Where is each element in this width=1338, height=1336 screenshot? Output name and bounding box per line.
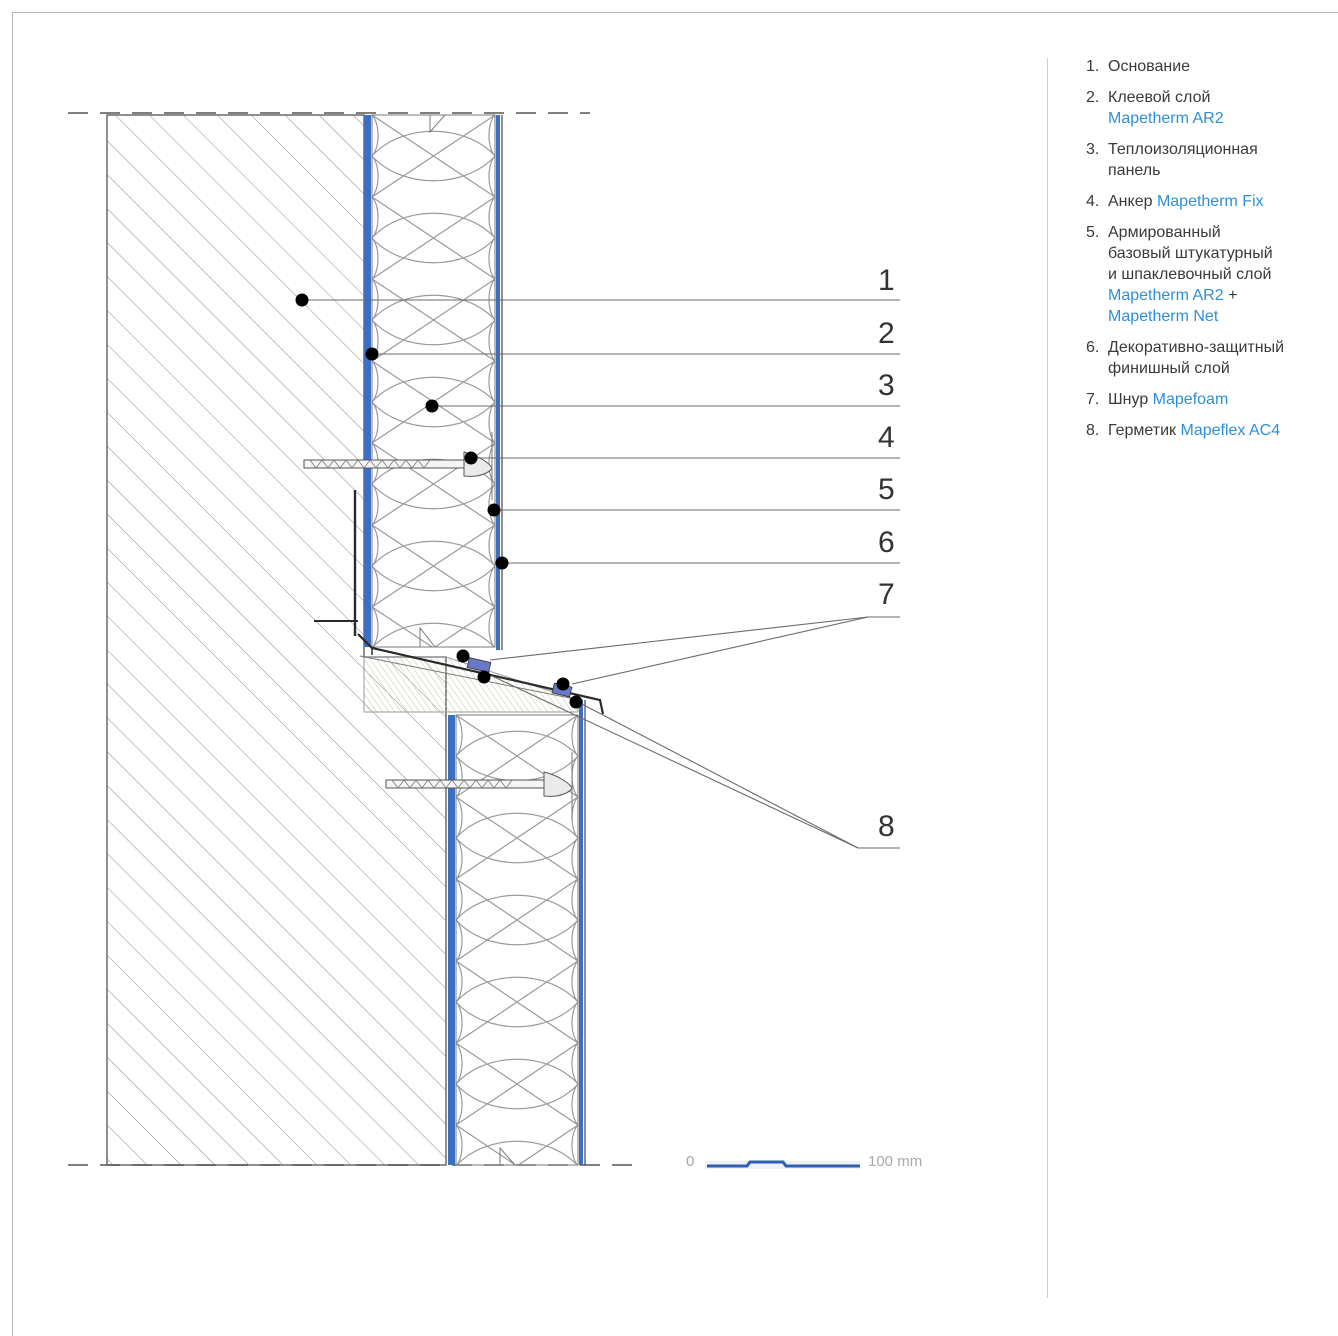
legend-item-text: и шпаклевочный слой [1108,266,1272,283]
page-frame [12,12,1338,1336]
legend-item: 6. Декоративно-защитный финишный слой [1086,337,1336,379]
legend-item-text: Анкер [1108,193,1153,210]
legend-item-number: 4. [1086,193,1100,210]
anchor-lower [385,752,573,820]
legend-product-name: Mapetherm Fix [1156,193,1264,210]
legend-item: 7. Шнур Mapefoam [1086,389,1336,410]
legend-item-number: 6. [1086,339,1100,356]
callout-7: 7 [878,578,895,611]
insulation-upper [371,114,496,648]
callout-6: 6 [878,526,895,559]
legend-item: 3. Теплоизоляционная панель [1086,139,1336,181]
section-drawing: 1 2 3 4 5 6 7 8 0 100 mm [68,112,922,1170]
callout-2: 2 [878,317,895,350]
callout-dot [365,347,379,361]
callout-dot [456,649,470,663]
callout-dot [569,695,583,709]
legend-item-text: базовый штукатурный [1108,245,1273,262]
callout-4: 4 [878,421,895,454]
callout-1: 1 [878,264,895,297]
legend-item-text: финишный слой [1108,360,1230,377]
legend-item-text: Теплоизоляционная [1108,141,1258,158]
callout-8: 8 [878,810,895,843]
legend-item-number: 5. [1086,224,1100,241]
callout-dot [556,677,570,691]
legend-item-number: 8. [1086,422,1100,439]
callout-dot [487,503,501,517]
legend-item-text: Герметик [1108,422,1177,439]
callout-5: 5 [878,473,895,506]
legend-product-name: Mapetherm Net [1108,308,1219,325]
legend-item-text: + [1228,287,1238,304]
callout-dots [295,293,583,709]
callout-dot [477,670,491,684]
callout-dot [295,293,309,307]
legend-item-number: 1. [1086,58,1100,75]
legend-item-text: панель [1108,162,1161,179]
legend-divider [1047,58,1048,1298]
legend-item-number: 7. [1086,391,1100,408]
legend-item-number: 2. [1086,89,1100,106]
legend-product-name: Mapefoam [1152,391,1229,408]
adhesive-layer [364,115,455,1165]
legend-item-text: Армированный [1108,224,1221,241]
scale-end-label: 100 mm [868,1153,922,1170]
leader-lines [302,299,900,849]
legend-product-name: Mapetherm AR2 [1108,287,1224,304]
callout-dot [464,451,478,465]
scale-bar: 0 100 mm [686,1153,922,1170]
legend-item-text: Шнур [1108,391,1149,408]
legend-product-name: Mapeflex AC4 [1180,422,1281,439]
legend-item: 1. Основание [1086,56,1336,77]
legend-item-text: Клеевой слой [1108,89,1211,106]
legend-item-text: Основание [1108,58,1191,75]
break-lines [68,112,640,1166]
legend-item: 5. Армированный базовый штукатурный и шпакл… [1086,222,1336,327]
callout-3: 3 [878,369,895,402]
legend-item: 4. Анкер Mapetherm Fix [1086,191,1336,212]
callout-dot [495,556,509,570]
legend-product-name: Mapetherm AR2 [1108,110,1224,127]
callout-dot [425,399,439,413]
scale-start-label: 0 [686,1153,694,1170]
callout-labels: 1 2 3 4 5 6 7 8 [878,264,895,843]
legend-item-number: 3. [1086,141,1100,158]
legend-item: 8. Герметик Mapeflex AC4 [1086,420,1336,441]
legend-item-text: Декоративно-защитный [1108,339,1285,356]
